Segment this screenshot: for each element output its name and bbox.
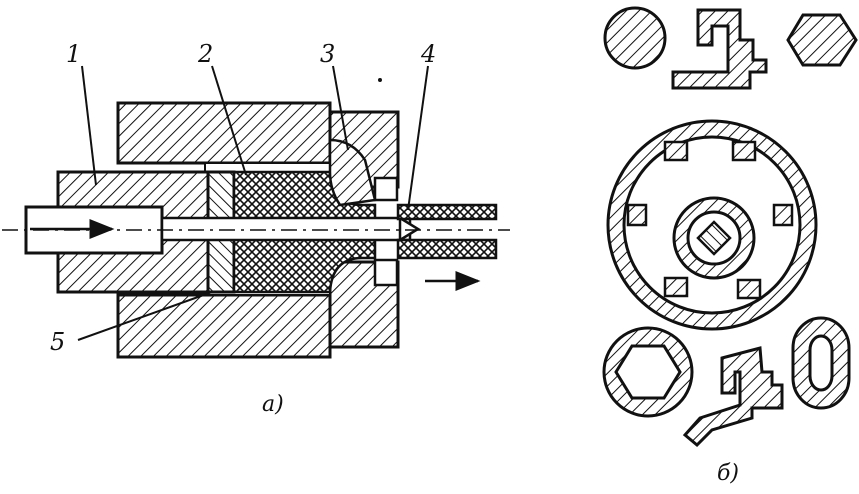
extruded-tube-lower	[396, 238, 498, 260]
mandrel-tip	[398, 215, 421, 243]
callout-1: 1	[66, 40, 81, 68]
oval-tube-inner	[808, 334, 834, 392]
inner-diamond	[696, 220, 732, 256]
inner-ring-upper	[373, 176, 399, 202]
extruded-tube-upper	[396, 203, 498, 221]
callout-3: 3	[320, 40, 335, 68]
caption-a: а)	[262, 392, 284, 417]
callout-4: 4	[420, 40, 436, 68]
lower-die-body	[116, 293, 332, 359]
profile-sections: б)	[602, 6, 858, 486]
tube-lugs	[626, 140, 794, 300]
mandrel-rod	[160, 216, 412, 242]
round-bar-profile	[603, 6, 667, 70]
leader-5	[77, 291, 213, 341]
callout-2: 2	[197, 40, 213, 68]
caption-b: б)	[717, 461, 739, 486]
die-head	[328, 138, 377, 207]
leader-4	[407, 65, 429, 211]
leader-2	[211, 65, 247, 176]
callout-5: 5	[50, 328, 65, 356]
die-cross-section: 1 2 3 4 5 а)	[2, 40, 510, 417]
angle-profile-bottom	[682, 346, 784, 448]
inner-ring-lower	[373, 258, 399, 287]
hex-bar-profile	[786, 13, 858, 67]
speck	[378, 78, 382, 82]
leader-3	[332, 65, 349, 151]
channel-profile-top	[671, 8, 768, 90]
leader-1	[81, 65, 97, 186]
hex-hole-tube-hole	[614, 344, 682, 400]
upper-die-body	[116, 101, 332, 165]
